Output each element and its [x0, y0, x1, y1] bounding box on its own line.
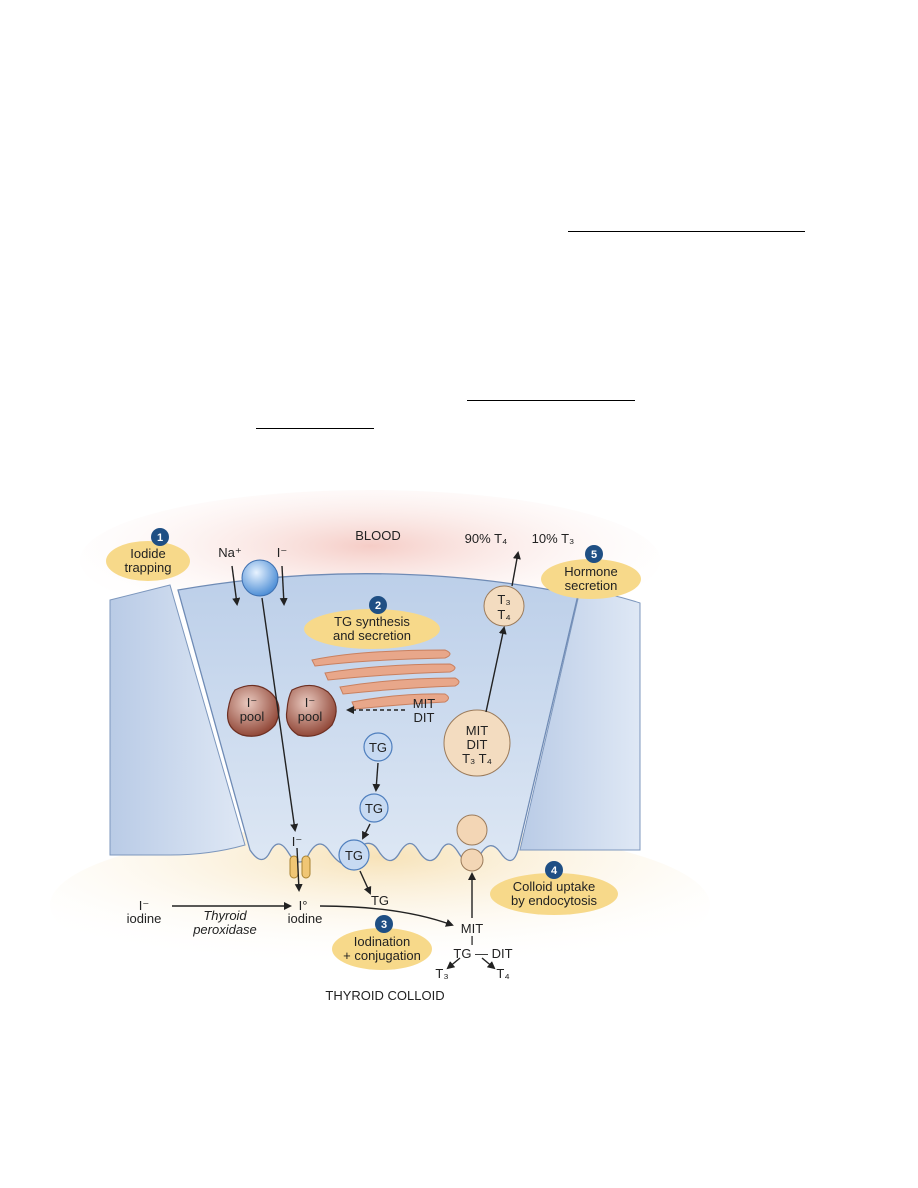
storage-dit: DIT: [467, 737, 488, 752]
step-1-line1: Iodide: [130, 546, 165, 561]
step-2-number: 2: [375, 600, 381, 612]
underline-rule-3: [256, 428, 374, 429]
step-5-number: 5: [591, 549, 597, 561]
golgi-stacks: [311, 649, 460, 710]
arrow-na-in: [231, 565, 241, 606]
step-3-line2: + conjugation: [343, 948, 421, 963]
bottom-iodine-symbol: I°: [299, 898, 308, 913]
sodium-iodide-symporter: [241, 559, 279, 597]
iodide-membrane-label: I⁻: [292, 834, 302, 849]
tg-vesicle-3: [338, 839, 370, 871]
arrow-iodide-in: [279, 565, 288, 606]
membrane-channel-right: [301, 855, 311, 879]
step-3-callout: 3 Iodination + conjugation: [332, 915, 432, 970]
colloid-glow: [50, 825, 710, 985]
step-4-callout: 4 Colloid uptake by endocytosis: [490, 861, 618, 915]
enzyme-line1: Thyroid: [203, 908, 247, 923]
arrow-secretion: [511, 551, 521, 587]
underline-rule-1: [568, 231, 805, 232]
arrow-tg-complex-t4: [481, 957, 496, 970]
iodide-pool-left: [226, 684, 280, 737]
step-4-line2: by endocytosis: [511, 893, 597, 908]
output-t4-label: 90% T₄: [465, 531, 508, 546]
step-1-number: 1: [157, 532, 163, 544]
arrow-membrane-iodide: [294, 847, 303, 892]
step-2-callout: 2 TG synthesis and secretion: [304, 596, 440, 649]
step-1-line2: trapping: [125, 560, 172, 575]
bottom-iodide-left: I⁻: [139, 898, 149, 913]
tg-label-2: TG: [365, 801, 383, 816]
iodide-pool-right: [285, 684, 337, 737]
tg-vesicle-2: [359, 793, 389, 823]
tg-label-3: TG: [345, 848, 363, 863]
pool-left-line1: I⁻: [247, 695, 257, 710]
step-4-line1: Colloid uptake: [513, 879, 595, 894]
iodide-label: I⁻: [277, 545, 287, 560]
step-5-callout: 5 Hormone secretion: [541, 545, 641, 599]
storage-mit: MIT: [466, 723, 488, 738]
complex-t3: T₃: [435, 966, 448, 981]
arrow-iodide-transport: [261, 597, 299, 832]
arrow-tg-3: [359, 870, 372, 895]
complex-bar: I: [470, 933, 474, 948]
endocytic-vesicle-large: [456, 814, 488, 846]
membrane-channel-left: [289, 855, 299, 879]
dit-side-label: DIT: [414, 710, 435, 725]
output-t3-label: 10% T₃: [532, 531, 575, 546]
arrow-to-colloid: [319, 905, 454, 927]
secretory-t3: T₃: [497, 592, 510, 607]
step-5-line1: Hormone: [564, 564, 617, 579]
endocytic-vesicle-small: [460, 848, 484, 872]
storage-t3t4: T₃ T₄: [462, 751, 492, 766]
complex-mit: MIT: [461, 921, 483, 936]
neighbour-cell-left: [109, 584, 246, 856]
mit-side-label: MIT: [413, 696, 435, 711]
step-2-line1: TG synthesis: [334, 614, 410, 629]
step-4-number: 4: [551, 865, 558, 877]
complex-tg-dit: TG — DIT: [453, 946, 512, 961]
arrow-tg-complex-t3: [446, 957, 461, 970]
bottom-tg-colloid: TG: [371, 893, 389, 908]
step-5-line2: secretion: [565, 578, 618, 593]
step-1-callout: 1 Iodide trapping: [106, 528, 190, 581]
storage-vesicle: [443, 709, 511, 777]
bottom-iodine-mid: iodine: [288, 911, 323, 926]
complex-t4: T₄: [496, 966, 509, 981]
sodium-label: Na⁺: [218, 545, 241, 560]
arrow-tg-2: [362, 823, 371, 840]
pool-left-line2: pool: [240, 709, 265, 724]
pool-right-line2: pool: [298, 709, 323, 724]
thyroid-colloid-label: THYROID COLLOID: [325, 988, 444, 1003]
pool-right-line1: I⁻: [305, 695, 315, 710]
tg-label-1: TG: [369, 740, 387, 755]
step-2-line2: and secretion: [333, 628, 411, 643]
arrow-to-secretory: [485, 626, 507, 713]
enzyme-line2: peroxidase: [192, 922, 257, 937]
arrow-tg-1: [372, 762, 381, 792]
blood-label: BLOOD: [355, 528, 401, 543]
underline-rule-2: [467, 400, 635, 401]
secretory-t4: T₄: [497, 607, 510, 622]
follicular-cell: [177, 573, 579, 865]
step-3-line1: Iodination: [354, 934, 410, 949]
bottom-iodine-left: iodine: [127, 911, 162, 926]
tg-vesicle-1: [363, 732, 393, 762]
step-3-number: 3: [381, 919, 387, 931]
secretory-vesicle: [483, 585, 525, 627]
